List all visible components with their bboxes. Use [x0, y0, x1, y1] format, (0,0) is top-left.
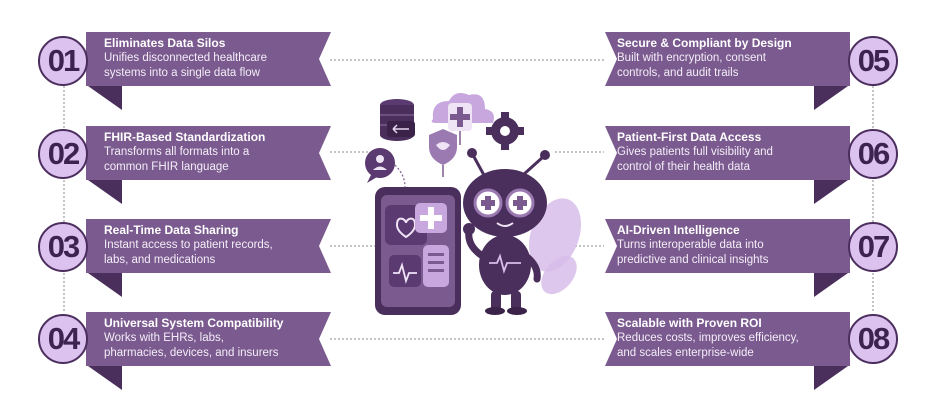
feature-title: Universal System Compatibility: [104, 316, 284, 330]
feature-title: Scalable with Proven ROI: [617, 316, 762, 330]
number-badge-08: 08: [848, 314, 898, 364]
feature-03: Real-Time Data Sharing Instant access to…: [104, 223, 319, 268]
cloud-medical-icon: [431, 93, 494, 145]
number-badge-01: 01: [38, 36, 88, 86]
feature-title: Patient-First Data Access: [617, 130, 762, 144]
feature-04: Universal System Compatibility Works wit…: [104, 316, 319, 361]
banner-shape-07: [605, 219, 850, 297]
banner-shape-06: [605, 126, 850, 204]
feature-01: Eliminates Data Silos Unifies disconnect…: [104, 36, 319, 81]
number-badge-07: 07: [848, 222, 898, 272]
feature-desc-line2: and scales enterprise-wide: [617, 347, 754, 359]
banner-shape-03: [86, 219, 331, 297]
feature-desc-line1: Turns interoperable data into: [617, 239, 764, 251]
number-badge-05: 05: [848, 36, 898, 86]
feature-desc-line2: systems into a single data flow: [104, 67, 260, 79]
bee-mascot-icon: [463, 148, 582, 315]
feature-desc-line2: control of their health data: [617, 161, 750, 173]
number-badge-04: 04: [38, 314, 88, 364]
feature-title: FHIR-Based Standardization: [104, 130, 266, 144]
feature-06: Patient-First Data Access Gives patients…: [617, 130, 837, 175]
central-illustration: [365, 93, 582, 315]
feature-desc-line1: Reduces costs, improves efficiency,: [617, 332, 799, 344]
feature-title: Secure & Compliant by Design: [617, 36, 792, 50]
feature-05: Secure & Compliant by Design Built with …: [617, 36, 837, 81]
feature-desc-line1: Instant access to patient records,: [104, 239, 273, 251]
feature-desc-line2: controls, and audit trails: [617, 67, 739, 79]
number-badge-02: 02: [38, 129, 88, 179]
banner-shape-04: [86, 312, 331, 390]
shield-icon: [429, 129, 457, 177]
chat-user-icon: [365, 148, 395, 183]
number-badge-06: 06: [848, 129, 898, 179]
feature-desc-line1: Transforms all formats into a: [104, 146, 250, 158]
feature-desc-line2: labs, and medications: [104, 254, 216, 266]
feature-desc-line2: common FHIR language: [104, 161, 229, 173]
feature-title: Real-Time Data Sharing: [104, 223, 239, 237]
feature-desc-line1: Works with EHRs, labs,: [104, 332, 224, 344]
feature-title: AI-Driven Intelligence: [617, 223, 740, 237]
database-icon: [380, 99, 415, 141]
banner-shape-02: [86, 126, 331, 204]
feature-07: AI-Driven Intelligence Turns interoperab…: [617, 223, 837, 268]
feature-desc-line1: Gives patients full visibility and: [617, 146, 773, 158]
feature-title: Eliminates Data Silos: [104, 36, 226, 50]
smartphone-icon: [375, 187, 461, 315]
feature-desc-line1: Built with encryption, consent: [617, 52, 766, 64]
gear-icon: [486, 112, 524, 150]
feature-desc-line1: Unifies disconnected healthcare: [104, 52, 268, 64]
feature-02: FHIR-Based Standardization Transforms al…: [104, 130, 319, 175]
number-badge-03: 03: [38, 222, 88, 272]
banner-shape-08: [605, 312, 850, 390]
feature-desc-line2: pharmacies, devices, and insurers: [104, 347, 279, 359]
feature-desc-line2: predictive and clinical insights: [617, 254, 769, 266]
banner-shape-05: [605, 32, 850, 110]
banner-shape-01: [86, 32, 331, 110]
feature-08: Scalable with Proven ROI Reduces costs, …: [617, 316, 837, 361]
